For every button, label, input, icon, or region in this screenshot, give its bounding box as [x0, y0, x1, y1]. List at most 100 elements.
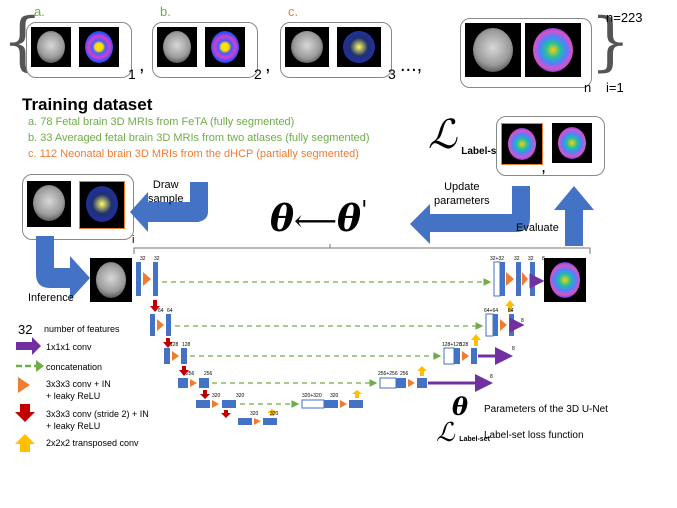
feature-label: 320: [236, 393, 245, 399]
unet-level-3: [164, 334, 513, 365]
comma: ,: [541, 156, 547, 176]
feature-label: 320: [270, 411, 279, 417]
red-down-arrow-icon: [15, 404, 35, 422]
mri-image: [27, 181, 71, 227]
feature-label: 64+64: [484, 308, 499, 314]
inference-output-image: [544, 258, 586, 302]
feature-label: 64: [158, 308, 164, 314]
inference-label: Inference: [28, 292, 74, 304]
mri-image: [157, 27, 197, 67]
unet-level-2: [150, 300, 525, 337]
inference-input-image: [90, 258, 132, 302]
legend-text: 3x3x3 conv + IN + leaky ReLU: [46, 379, 111, 401]
green-dashed-arrow-icon: [16, 360, 44, 372]
update-parameters-arrow-icon: [410, 186, 530, 244]
set-lower-bound: i=1: [606, 80, 624, 95]
draw-sample-arrow-icon: [130, 182, 208, 232]
inference-arrow-icon: [36, 236, 90, 300]
sample-pair-n: [460, 18, 592, 88]
comma: ,: [139, 54, 145, 76]
feature-label: 32: [514, 256, 520, 262]
sample-pair-a: [26, 22, 132, 78]
feature-label: 64: [167, 308, 173, 314]
comma: ,: [265, 54, 271, 76]
segmentation-image: [337, 27, 381, 67]
sample-index: i: [132, 234, 135, 246]
feature-label: 128: [182, 342, 191, 348]
feature-label: 256: [400, 371, 409, 377]
ground-truth-pair: [550, 116, 605, 176]
unet-level-6: [238, 409, 277, 425]
orange-triangle-icon: [18, 377, 30, 393]
segmentation-image: [79, 27, 119, 67]
feature-label: 64: [508, 308, 514, 314]
unet-bracket: [133, 247, 591, 254]
mri-image: [31, 27, 71, 67]
set-close-brace: }: [590, 5, 631, 79]
mri-image: [465, 23, 521, 77]
feature-label: 8: [542, 256, 545, 262]
theta-prime-symbol: θ: [337, 198, 362, 240]
theta-symbol: θ: [270, 198, 295, 240]
loss-symbol-main: ℒ: [428, 112, 457, 158]
legend-text: 1x1x1 conv: [46, 342, 92, 352]
feature-label: 32+32: [490, 256, 505, 262]
loss-legend-text: Label-set loss function: [484, 430, 584, 441]
legend-text: 2x2x2 transposed conv: [46, 438, 139, 448]
feature-label: 32: [154, 256, 160, 262]
training-item-c: c. 112 Neonatal brain 3D MRIs from the d…: [28, 148, 359, 160]
subscript-2: 2: [254, 66, 262, 82]
loss-legend-sub: Label-set: [459, 436, 490, 443]
unet-level-5: [196, 390, 363, 409]
segmentation-image: [525, 23, 581, 77]
subscript-3: 3: [388, 66, 396, 82]
legend-text: number of features: [44, 324, 120, 334]
mri-image: [285, 27, 329, 67]
feature-label: 320+320: [302, 393, 322, 399]
feature-label: 320: [250, 411, 259, 417]
feature-label: 320: [212, 393, 221, 399]
loss-symbol-sub: Label-set: [461, 146, 506, 157]
feature-label: 8: [521, 318, 524, 324]
dataset-label-a: a.: [34, 4, 45, 19]
assign-arrow: ⟵: [294, 204, 338, 239]
loss-symbol: ℒ Label-set: [428, 112, 505, 158]
evaluate-arrow-icon: [554, 186, 594, 246]
theta-legend-text: Parameters of the 3D U-Net: [484, 404, 608, 415]
draw-sample-label: Draw sample: [148, 179, 184, 205]
prime-mark: ': [361, 196, 368, 224]
set-upper-bound: n=223: [606, 10, 643, 25]
dataset-label-c: c.: [288, 4, 299, 19]
feature-label: 320: [330, 393, 339, 399]
training-item-b: b. 33 Averaged fetal brain 3D MRIs from …: [28, 132, 370, 144]
feature-label: 32: [528, 256, 534, 262]
subscript-1: 1: [128, 66, 136, 82]
loss-legend-symbol: ℒ Label-set: [436, 418, 490, 448]
sample-pair-b: [152, 22, 258, 78]
purple-arrow-icon: [16, 337, 41, 355]
feature-label: 128+128: [442, 342, 462, 348]
feature-label: 256: [204, 371, 213, 377]
feature-label: 32: [140, 256, 146, 262]
ground-truth-image: [552, 123, 592, 163]
feature-label: 128: [170, 342, 179, 348]
legend-feature-count: 32: [18, 322, 33, 337]
evaluate-label: Evaluate: [516, 222, 559, 234]
yellow-up-arrow-icon: [15, 434, 35, 452]
unet-level-1: [136, 261, 545, 297]
training-item-a: a. 78 Fetal brain 3D MRIs from FeTA (ful…: [28, 116, 295, 128]
theta-legend-symbol: θ: [452, 392, 469, 421]
feature-label: 256+256: [378, 371, 398, 377]
sample-pair-c: [280, 22, 392, 78]
subscript-n: n: [584, 80, 592, 95]
feature-label: 8: [490, 374, 493, 380]
dataset-label-b: b.: [160, 4, 171, 19]
feature-label: 256: [186, 371, 195, 377]
feature-label: 128: [460, 342, 469, 348]
loss-legend-main: ℒ: [436, 418, 455, 448]
feature-label: 8: [512, 346, 515, 352]
legend-text: concatenation: [46, 362, 103, 372]
